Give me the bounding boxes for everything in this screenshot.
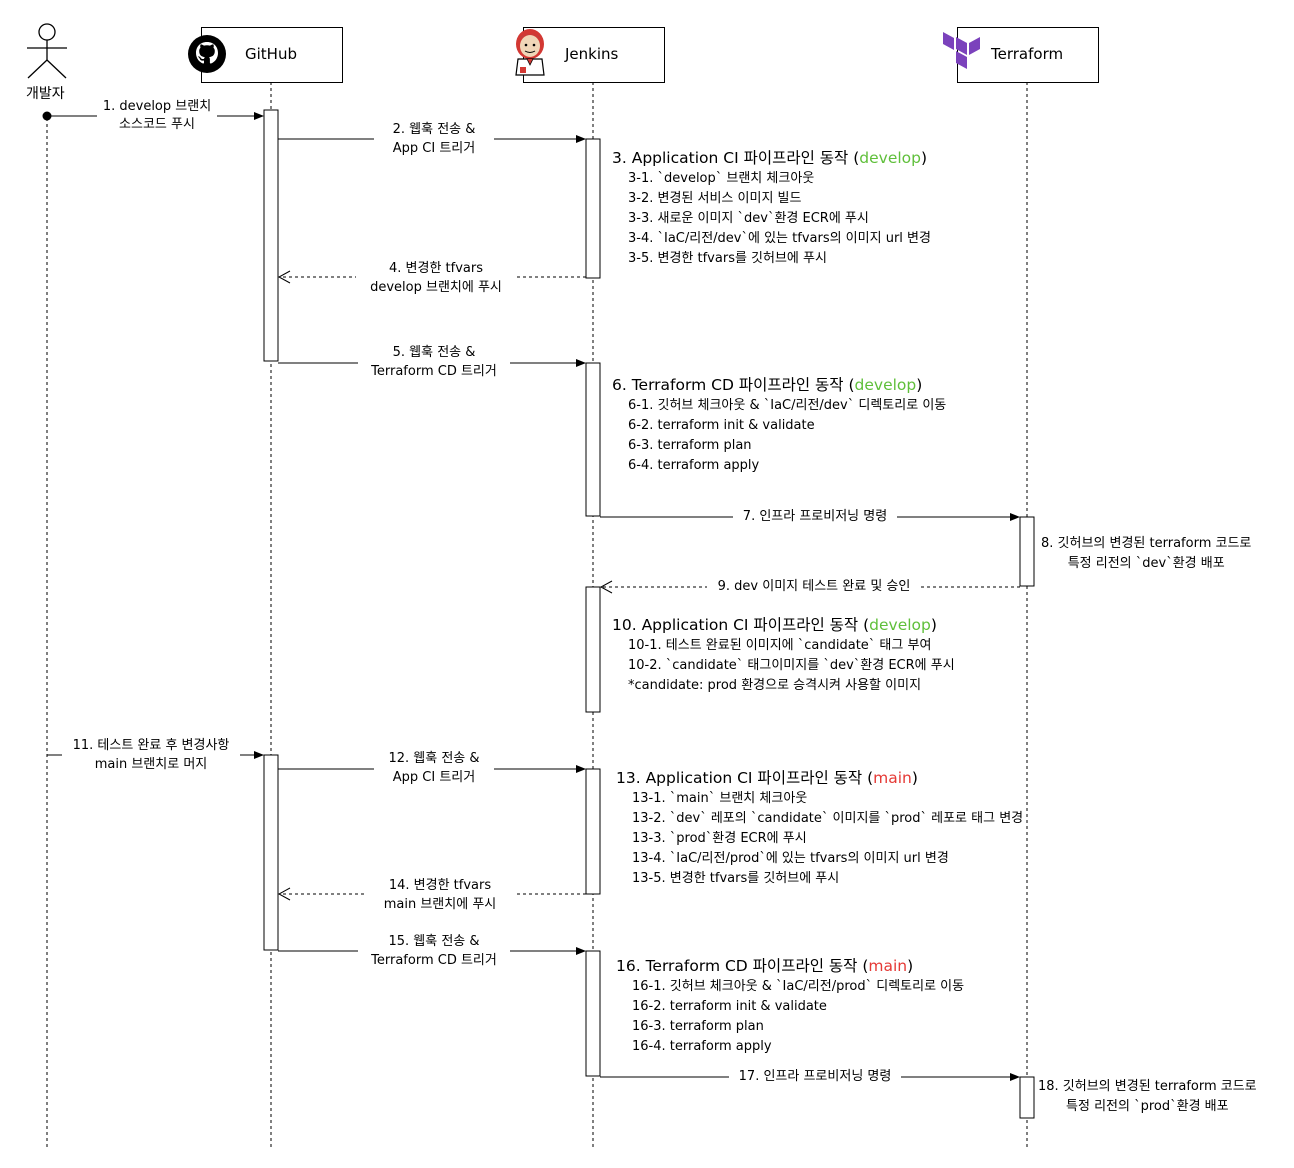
message-17-label: 17. 인프라 프로비저닝 명령	[729, 1067, 901, 1087]
note-16: 16. Terraform CD 파이프라인 동작 (main) 16-1. 깃…	[616, 956, 964, 1057]
note-13-title: 13. Application CI 파이프라인 동작 (main)	[616, 769, 918, 787]
developer-actor-icon	[27, 23, 67, 79]
note-13-steps: 13-1. `main` 브랜치 체크아웃 13-2. `dev` 레포의 `c…	[632, 791, 1024, 886]
note-6: 6. Terraform CD 파이프라인 동작 (develop) 6-1. …	[612, 375, 946, 476]
note-10: 10. Application CI 파이프라인 동작 (develop) 10…	[612, 615, 955, 696]
activation-github-1	[263, 109, 279, 362]
message-15-label: 15. 웹훅 전송 & Terraform CD 트리거	[358, 932, 510, 971]
note-16-steps: 16-1. 깃허브 체크아웃 & `IaC/리전/prod` 디렉토리로 이동 …	[632, 979, 965, 1054]
activation-jenkins-4	[585, 768, 601, 895]
github-logo-icon	[188, 35, 226, 73]
message-2-label: 2. 웹훅 전송 & App CI 트리거	[374, 120, 494, 159]
terraform-label: Terraform	[991, 45, 1064, 63]
message-12-label: 12. 웹훅 전송 & App CI 트리거	[374, 749, 494, 788]
jenkins-participant-box: Jenkins	[515, 27, 665, 83]
note-8: 8. 깃허브의 변경된 terraform 코드로 특정 리전의 `dev`환경…	[1041, 536, 1252, 571]
note-6-steps: 6-1. 깃허브 체크아웃 & `IaC/리전/dev` 디렉토리로 이동 6-…	[628, 398, 947, 473]
note-3-steps: 3-1. `develop` 브랜치 체크아웃 3-2. 변경된 서비스 이미지…	[628, 171, 931, 266]
activation-jenkins-5	[585, 950, 601, 1077]
github-participant-box: GitHub	[188, 27, 343, 83]
note-16-title: 16. Terraform CD 파이프라인 동작 (main)	[616, 957, 914, 975]
message-5-label: 5. 웹훅 전송 & Terraform CD 트리거	[358, 343, 510, 382]
note-10-steps: 10-1. 테스트 완료된 이미지에 `candidate` 태그 부여 10-…	[628, 638, 955, 693]
jenkins-label: Jenkins	[565, 45, 619, 63]
message-14-arrowhead	[277, 887, 291, 901]
note-3: 3. Application CI 파이프라인 동작 (develop) 3-1…	[612, 148, 931, 269]
message-1-label: 1. develop 브랜치 소스코드 푸시	[97, 97, 217, 135]
message-11-label: 11. 테스트 완료 후 변경사항 main 브랜치로 머지	[62, 736, 240, 775]
terraform-logo-icon	[943, 32, 980, 69]
activation-jenkins-1	[585, 138, 601, 279]
message-4-arrowhead	[277, 270, 291, 284]
message-9-label: 9. dev 이미지 테스트 완료 및 승인	[707, 577, 921, 597]
activation-jenkins-3	[585, 586, 601, 713]
developer-label: 개발자	[26, 86, 65, 102]
message-9-arrowhead	[599, 580, 613, 594]
message-4-label: 4. 변경한 tfvars develop 브랜치에 푸시	[356, 259, 516, 298]
terraform-participant-box: Terraform	[943, 27, 1099, 83]
note-18: 18. 깃허브의 변경된 terraform 코드로 특정 리전의 `prod`…	[1038, 1079, 1257, 1114]
activation-terraform-2	[1019, 1076, 1035, 1119]
github-label: GitHub	[245, 45, 297, 63]
note-13: 13. Application CI 파이프라인 동작 (main) 13-1.…	[616, 768, 1023, 889]
message-14-label: 14. 변경한 tfvars main 브랜치에 푸시	[366, 876, 514, 915]
activation-github-2	[263, 754, 279, 951]
note-10-title: 10. Application CI 파이프라인 동작 (develop)	[612, 616, 937, 634]
jenkins-logo-icon	[515, 29, 545, 76]
activation-terraform-1	[1019, 516, 1035, 587]
note-3-title: 3. Application CI 파이프라인 동작 (develop)	[612, 149, 928, 167]
note-6-title: 6. Terraform CD 파이프라인 동작 (develop)	[612, 376, 923, 394]
activation-jenkins-2	[585, 362, 601, 517]
message-7-label: 7. 인프라 프로비저닝 명령	[733, 507, 897, 527]
